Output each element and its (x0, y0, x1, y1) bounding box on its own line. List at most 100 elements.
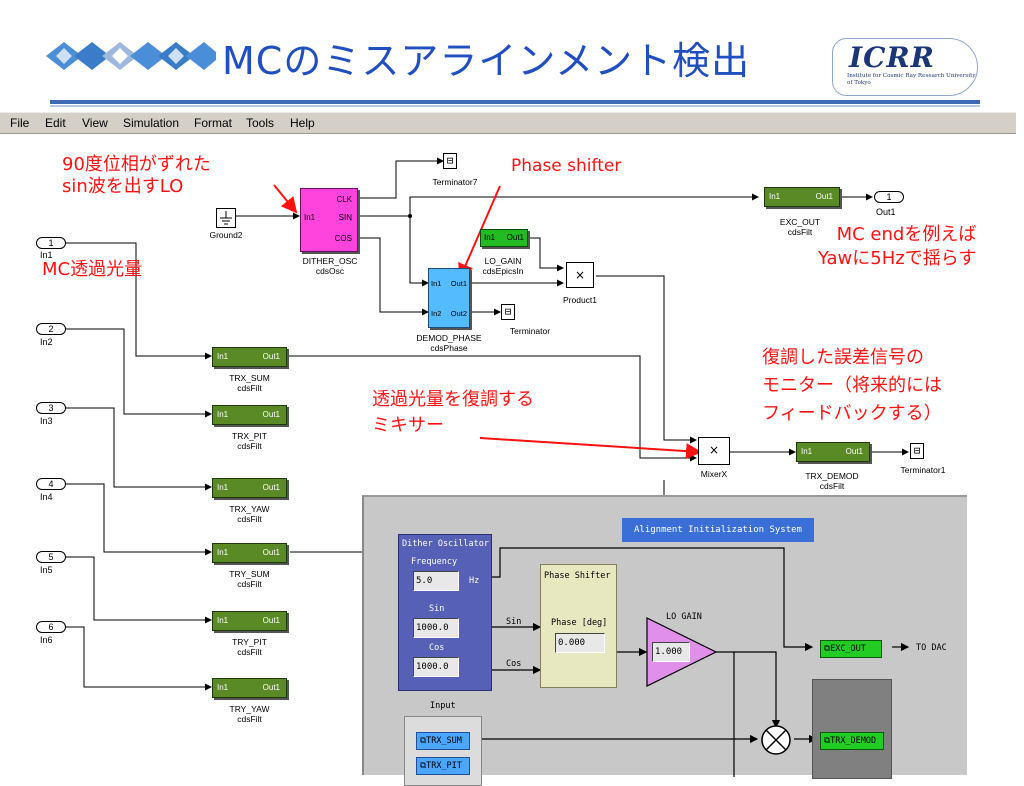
ground-icon[interactable] (216, 208, 236, 228)
trx-pit-button[interactable]: ⧉TRX_PIT (416, 757, 470, 775)
terminator-block[interactable]: ⊟ (501, 304, 515, 320)
filter-try-pit[interactable]: In1 Out1 (212, 611, 287, 631)
exc-out-out-label: Out1 (815, 192, 833, 201)
lo-gain-field[interactable]: 1.000 (652, 642, 690, 662)
to-dac-label: TO DAC (916, 643, 947, 653)
menu-file[interactable]: File (10, 116, 30, 130)
inport-2[interactable]: 2 (36, 323, 66, 335)
mixer-block[interactable]: × (698, 437, 730, 465)
title-underline-light (50, 105, 980, 107)
exc-out-button[interactable]: ⧉EXC_OUT (820, 640, 882, 658)
demod-in2-label: In2 (431, 309, 442, 318)
mixer-label: MixerX (700, 469, 728, 479)
input-panel (404, 716, 482, 786)
outport-1-label: Out1 (876, 207, 896, 217)
frequency-field[interactable]: 5.0 (413, 571, 459, 591)
filter-in-label: In1 (217, 410, 229, 419)
product1-label: Product1 (562, 295, 598, 305)
inport-5[interactable]: 5 (36, 551, 66, 563)
cos-label: Cos (429, 643, 445, 653)
logo-sub-text: Institute for Cosmic Ray Research Univer… (847, 73, 976, 86)
trx-sum-button[interactable]: ⧉TRX_SUM (416, 732, 470, 750)
annotation-phase-shifter: Phase shifter (511, 156, 622, 176)
filter-trx-pit[interactable]: In1 Out1 (212, 405, 287, 425)
demod-out2-label: Out2 (450, 309, 467, 318)
dither-osc-block[interactable]: In1 CLK SIN COS (300, 188, 358, 252)
cos-amplitude-field[interactable]: 1000.0 (413, 657, 459, 677)
input-label: Input (430, 701, 456, 711)
trx-demod-block[interactable]: In1 Out1 (796, 442, 870, 462)
filter-in-label: In1 (217, 616, 229, 625)
menu-view[interactable]: View (82, 116, 108, 130)
outport-1[interactable]: 1 (874, 191, 904, 203)
filter-out-label: Out1 (262, 483, 280, 492)
menu-edit[interactable]: Edit (45, 116, 66, 130)
terminator1-block[interactable]: ⊟ (910, 443, 924, 459)
slide-title: MCのミスアラインメント検出 (222, 39, 751, 83)
inport-2-label: In2 (40, 337, 53, 347)
inport-6[interactable]: 6 (36, 621, 66, 633)
filter-in-label: In1 (217, 683, 229, 692)
inport-6-label: In6 (40, 635, 53, 645)
phase-label: Phase [deg] (551, 618, 608, 628)
inport-4-label: In4 (40, 492, 53, 502)
inport-1[interactable]: 1 (36, 237, 66, 249)
dither-oscillator-panel: Dither Oscillator Frequency 5.0 Hz Sin 1… (398, 534, 492, 691)
exc-out-in-label: In1 (769, 192, 781, 201)
filter-trx-yaw[interactable]: In1 Out1 (212, 478, 287, 498)
filter-out-label: Out1 (262, 616, 280, 625)
menu-help[interactable]: Help (290, 116, 315, 130)
lo-gain-block[interactable]: In1 Out1 (480, 229, 528, 247)
logo-main-text: ICRR (849, 41, 935, 74)
filter-out-label: Out1 (262, 410, 280, 419)
demod-in1-label: In1 (431, 279, 442, 288)
filter-try-yaw[interactable]: In1 Out1 (212, 678, 287, 698)
sin-amplitude-field[interactable]: 1000.0 (413, 618, 459, 638)
filter-trx-sum[interactable]: In1 Out1 (212, 347, 287, 367)
menu-tools[interactable]: Tools (246, 116, 275, 130)
trx-demod-in-label: In1 (801, 447, 813, 456)
demod-out1-label: Out1 (450, 279, 467, 288)
filter-in-label: In1 (217, 352, 229, 361)
trx-demod-button[interactable]: ⧉TRX_DEMOD (820, 732, 884, 750)
sin-label: Sin (429, 604, 445, 614)
ground-label: Ground2 (209, 230, 243, 240)
annotation-transmitted: MC透過光量 (42, 259, 143, 280)
inport-5-label: In5 (40, 565, 53, 575)
phase-shifter-title: Phase Shifter (544, 571, 611, 581)
mixer-multiply-icon (761, 725, 791, 755)
product1-block[interactable]: × (566, 262, 594, 288)
menu-simulation[interactable]: Simulation (123, 116, 180, 130)
exc-out-block[interactable]: In1 Out1 (764, 187, 840, 207)
terminator-label: Terminator (509, 326, 551, 336)
osc-clk-label: CLK (336, 195, 352, 204)
inport-3[interactable]: 3 (36, 402, 66, 414)
menu-format[interactable]: Format (194, 116, 233, 130)
hz-label: Hz (469, 576, 480, 586)
terminator7-block[interactable]: ⊟ (443, 153, 457, 169)
osc-sin-label: SIN (338, 213, 352, 222)
sin-wire-label: Sin (506, 617, 522, 627)
menu-bar: File Edit View Simulation Format Tools H… (0, 112, 1016, 134)
demod-phase-block[interactable]: In1 Out1 In2 Out2 (428, 268, 470, 328)
filter-try-sum[interactable]: In1 Out1 (212, 543, 287, 563)
gui-wires (482, 547, 910, 777)
osc-in-label: In1 (304, 213, 316, 222)
icrr-logo: ICRR Institute for Cosmic Ray Research U… (832, 38, 978, 96)
filter-in-label: In1 (217, 483, 229, 492)
output-panel: ⧉EXC_OUT (812, 679, 892, 779)
phase-field[interactable]: 0.000 (555, 633, 605, 653)
filter-out-label: Out1 (262, 352, 280, 361)
diamond-logo (46, 42, 216, 70)
cos-wire-label: Cos (506, 659, 522, 669)
inport-4[interactable]: 4 (36, 478, 66, 490)
